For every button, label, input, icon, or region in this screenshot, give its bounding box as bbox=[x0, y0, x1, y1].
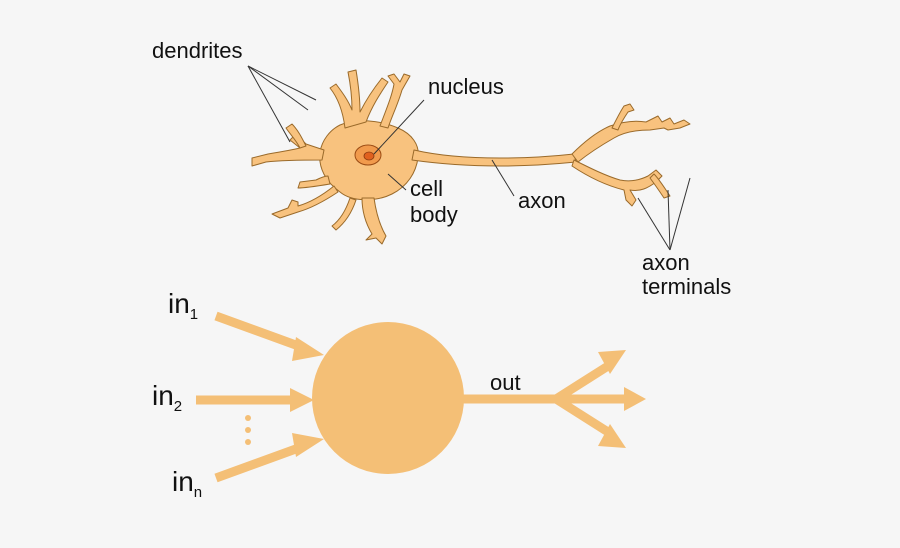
leader-lines bbox=[247, 65, 691, 251]
input-arrow-1 bbox=[214, 311, 306, 353]
dendrite-top bbox=[329, 69, 389, 129]
dendrite-top-right bbox=[379, 73, 411, 129]
dendrite-bottom bbox=[361, 197, 387, 245]
dendrite-lower-left bbox=[297, 175, 331, 189]
dendrite-bottom-mid bbox=[331, 197, 357, 231]
ellipsis-dot bbox=[245, 427, 251, 433]
axon-terminals-label-line1: axon bbox=[642, 250, 690, 275]
nucleus-label: nucleus bbox=[428, 74, 504, 99]
dendrite-bottom-left bbox=[271, 185, 339, 219]
ellipsis-dot bbox=[245, 439, 251, 445]
dendrite-left bbox=[251, 133, 325, 167]
cell-body-label-line1: cell bbox=[410, 176, 444, 201]
input-arrowhead-1 bbox=[292, 337, 324, 361]
axon-upper-branch bbox=[571, 115, 691, 163]
output-arrowhead-mid bbox=[624, 387, 646, 411]
output-branch-down bbox=[553, 395, 611, 436]
output-label: out bbox=[490, 370, 521, 395]
artificial-neuron bbox=[196, 311, 646, 483]
ellipsis-dot bbox=[245, 415, 251, 421]
axon-lower-branch bbox=[571, 159, 663, 207]
biological-neuron bbox=[251, 69, 691, 245]
nucleus-inner bbox=[363, 151, 375, 161]
input-n-label: inn bbox=[172, 466, 203, 501]
output-arrowhead-down bbox=[598, 424, 626, 448]
input-1-label: in1 bbox=[168, 288, 199, 323]
model-body-circle bbox=[312, 322, 464, 474]
dendrite-left-branch bbox=[285, 123, 307, 149]
axon-upper-twig bbox=[611, 103, 635, 131]
dendrites-label: dendrites bbox=[152, 38, 243, 63]
axon-label: axon bbox=[518, 188, 566, 213]
input-arrow-n bbox=[214, 441, 306, 483]
input-arrowhead-2 bbox=[290, 388, 314, 412]
axon-terminals-label-line2: terminals bbox=[642, 274, 732, 299]
input-arrowhead-n bbox=[292, 433, 324, 457]
input-2-label: in2 bbox=[152, 380, 183, 415]
output-branch-up bbox=[553, 362, 611, 403]
output-arrowhead-up bbox=[598, 350, 626, 374]
cell-body-label-line2: body bbox=[410, 202, 458, 227]
